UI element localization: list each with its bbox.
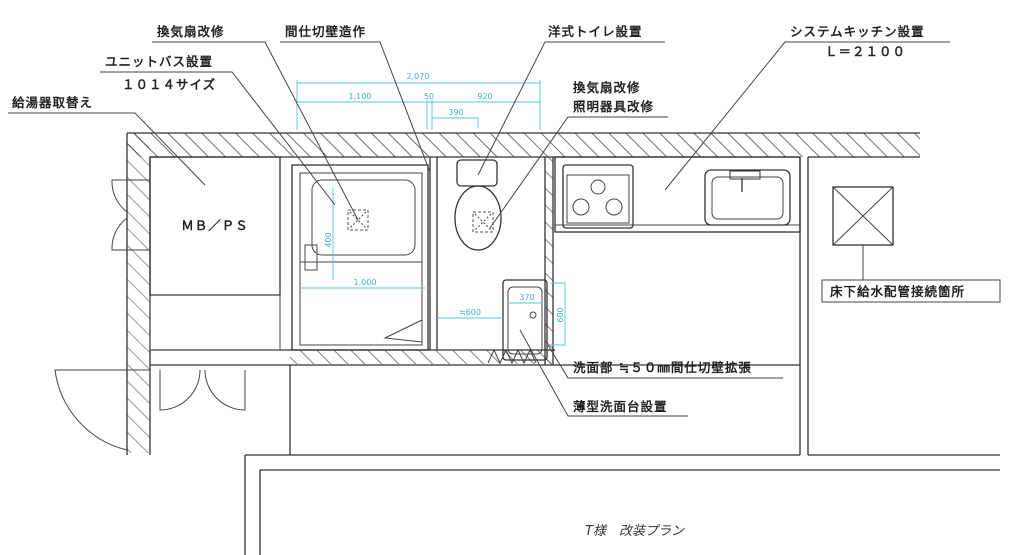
- label-lighting: 照明器具改修: [573, 99, 654, 114]
- system-kitchen: [554, 156, 801, 233]
- dim-basin-depth: 600: [556, 307, 565, 322]
- annotations: 換気扇改修 ユニットバス設置 １０１４サイズ 給湯器取替え 間仕切壁造作 洋式ト…: [8, 24, 1001, 417]
- label-kitchen-length: Ｌ＝２１００: [825, 44, 906, 59]
- dim-basin-width: 370: [519, 293, 534, 302]
- label-unit-bath: ユニットバス設置: [105, 54, 213, 69]
- dim-aisle: ≒600: [459, 308, 481, 317]
- label-water-heater: 給湯器取替え: [12, 95, 93, 110]
- label-slim-basin: 薄型洗面台設置: [573, 399, 668, 414]
- dimensions: 2,070 1,100 50 920 390 1,000 ≒600 370 40…: [296, 72, 566, 346]
- wash-basin: [487, 279, 548, 365]
- floor-pipe-connection: [832, 186, 894, 246]
- toilet-fan-icon: [472, 211, 494, 233]
- label-kitchen: システムキッチン設置: [790, 24, 925, 39]
- mb-ps-closet: ＭＢ／ＰＳ: [149, 156, 281, 351]
- label-unit-bath-size: １０１４サイズ: [122, 77, 216, 92]
- label-floor-pipe: 床下給水配管接続箇所: [830, 284, 965, 299]
- mbps-label: ＭＢ／ＰＳ: [181, 218, 249, 233]
- toilet: [454, 159, 502, 251]
- doors: [54, 179, 246, 451]
- label-fan-bath: 換気扇改修: [157, 24, 225, 39]
- label-toilet: 洋式トイレ設置: [548, 24, 643, 39]
- dim-bath-inner: 1,000: [354, 278, 377, 287]
- dim-wall: 50: [424, 92, 434, 101]
- dim-total: 2,070: [407, 72, 430, 81]
- plan-caption: T様 改装プラン: [585, 524, 685, 539]
- dim-toilet-offset: 390: [448, 108, 463, 117]
- label-partition: 間仕切壁造作: [285, 24, 366, 39]
- dim-bath-width: 1,100: [349, 92, 372, 101]
- unit-bath: [291, 164, 429, 351]
- dim-bath-depth: 400: [324, 232, 333, 247]
- bath-fan-icon: [347, 209, 369, 231]
- label-fan-toilet: 換気扇改修: [573, 80, 641, 95]
- label-washroom-wall: 洗面部 ≒５０㎜間仕切壁拡張: [573, 360, 752, 375]
- dim-toilet-width: 920: [477, 92, 492, 101]
